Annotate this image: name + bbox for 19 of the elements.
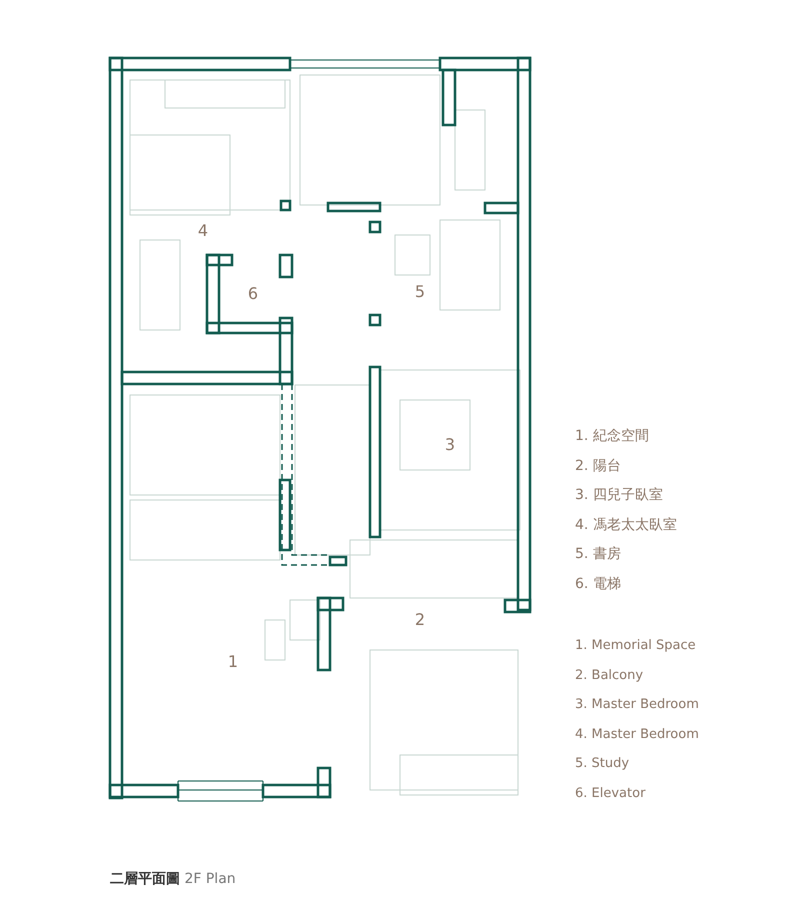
room-legend-text: 5. Study <box>575 757 630 770</box>
room-number: 1 <box>228 654 238 670</box>
room-number: 3 <box>444 437 456 453</box>
room-legend-text: 6. Elevator <box>575 787 646 800</box>
room-number: 5 <box>414 284 426 300</box>
room-legend-text: 4. 馮老太太臥室 <box>575 518 677 532</box>
caption: 二層平面圖 2F Plan <box>110 870 236 888</box>
room-legend-text: 2. Balcony <box>575 668 644 682</box>
room-legend-text: 5. 書房 <box>575 547 621 562</box>
room-legend-text: 6. 電梯 <box>575 577 621 591</box>
room-legend-text: 1. Memorial Space <box>575 639 696 652</box>
room-legend-text: 3. Master Bedroom <box>575 698 699 712</box>
room-number: 4 <box>198 223 208 239</box>
room-legend-text: 1. 紀念空間 <box>575 429 649 443</box>
room-number: 6 <box>248 286 258 302</box>
room-legend-text: 3. 四兒子臥室 <box>575 488 663 502</box>
room-number: 2 <box>414 612 426 628</box>
room-legend-text: 2. 陽台 <box>575 458 621 473</box>
room-legend-text: 4. Master Bedroom <box>575 728 699 741</box>
